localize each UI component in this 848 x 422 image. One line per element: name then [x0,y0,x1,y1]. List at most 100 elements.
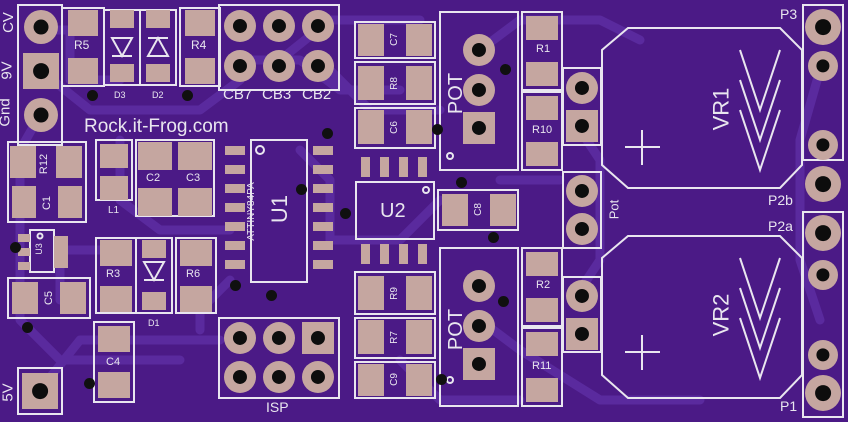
r5-label: R5 [74,38,90,52]
r6-pad-a [180,240,212,266]
ic-pin-pad [313,184,333,193]
ic-pin-pad [313,222,333,231]
d1-label: D1 [148,318,160,328]
p2a-label: P2a [768,218,793,234]
ic-pin-pad [225,146,245,155]
p3-pad-c [808,130,838,160]
c1-pad-b [58,186,82,218]
cb2-label: CB2 [302,86,332,103]
ic-pin-pad [313,260,333,269]
ic-pin-pad [418,157,427,177]
p1-label: P1 [780,398,798,414]
vr2-label: VR2 [708,293,734,337]
pot-bottom-label: POT [445,308,468,351]
ic-pin-pad [313,241,333,250]
isp-pad-5 [263,361,295,393]
r9-pad-a [358,276,384,310]
pot-connector-label: Pot [606,199,622,220]
c3-label: C3 [186,172,201,184]
via [340,208,351,219]
d2-pad-b [146,64,170,82]
l1-pad-b [100,176,128,200]
d2-pad-a [146,10,170,28]
d2-label: D2 [152,90,164,100]
c8-pad-a [442,194,468,226]
ic-pin-pad [225,184,245,193]
p2b-pad [805,166,841,202]
via [230,280,241,291]
p2b-label: P2b [768,192,793,208]
r11-pad-b [526,378,558,402]
c9-label: C9 [388,373,400,386]
pot-top-pin2 [463,74,495,106]
cb7-pad-a [224,10,256,42]
p3-pad-a [805,9,841,45]
via [10,242,21,253]
p3-label: P3 [780,6,798,22]
u3-tab [54,236,68,268]
r7-pad-a [358,320,384,354]
ic-pin-pad [380,244,389,264]
c7-pad-b [406,24,432,56]
hdr-top-pin1 [566,72,598,104]
r4-pad-b [185,58,215,84]
ic-pin-pad [380,157,389,177]
cb7-label: CB7 [223,86,253,103]
c7-pad-a [358,24,384,56]
ic-pin-pad [399,157,408,177]
u1-label: U1 [267,194,293,224]
c3-pad-a [178,142,212,170]
c5-pad-a [12,282,38,314]
hdr-bottom-pin2 [566,318,598,350]
cb2-pad-a [302,10,334,42]
via [87,90,98,101]
via [436,374,447,385]
isp-pad-3 [302,322,334,354]
via [498,296,509,307]
r3-pad-b [100,286,132,312]
isp-pad-2 [263,322,295,354]
u3-pin1 [18,234,30,242]
l1-label: L1 [108,205,120,216]
via [22,322,33,333]
u2-label: U2 [380,200,406,222]
via [84,378,95,389]
isp-pad-6 [302,361,334,393]
c8-label: C8 [472,203,484,216]
r11-label: R11 [532,360,552,372]
c7-label: C7 [388,33,400,46]
ic-pin-pad [225,241,245,250]
pot-bottom-pin3 [463,348,495,380]
c5-pad-b [60,282,86,314]
cb7-pad-b [224,50,256,82]
c3-pad-b [178,188,212,216]
gnd-pad [24,98,58,132]
ic-pin-pad [361,244,370,264]
c2-label: C2 [146,172,161,184]
r7-label: R7 [388,331,400,344]
isp-label: ISP [266,399,289,415]
c8-pad-b [490,194,516,226]
c1-label: C1 [41,195,54,211]
5v-pad [22,373,58,409]
ic-pin-pad [225,203,245,212]
r1-pad-b [526,62,558,86]
l1-pad-a [100,144,128,168]
ic-pin-pad [225,260,245,269]
5v-label: 5V [0,383,17,402]
c2-pad-b [138,188,172,216]
c6-pad-a [358,110,384,144]
ic-pin-pad [418,244,427,264]
r6-pad-b [180,286,212,312]
c1-pad-a [12,186,36,218]
pot-top-label: POT [445,72,468,115]
r8-pad-a [358,66,384,100]
r9-label: R9 [388,287,400,300]
p2a-pad-b [808,260,838,290]
via [488,232,499,243]
r12-label: R12 [38,153,51,175]
hdr-top-pin2 [566,110,598,142]
r4-pad-a [185,10,215,36]
